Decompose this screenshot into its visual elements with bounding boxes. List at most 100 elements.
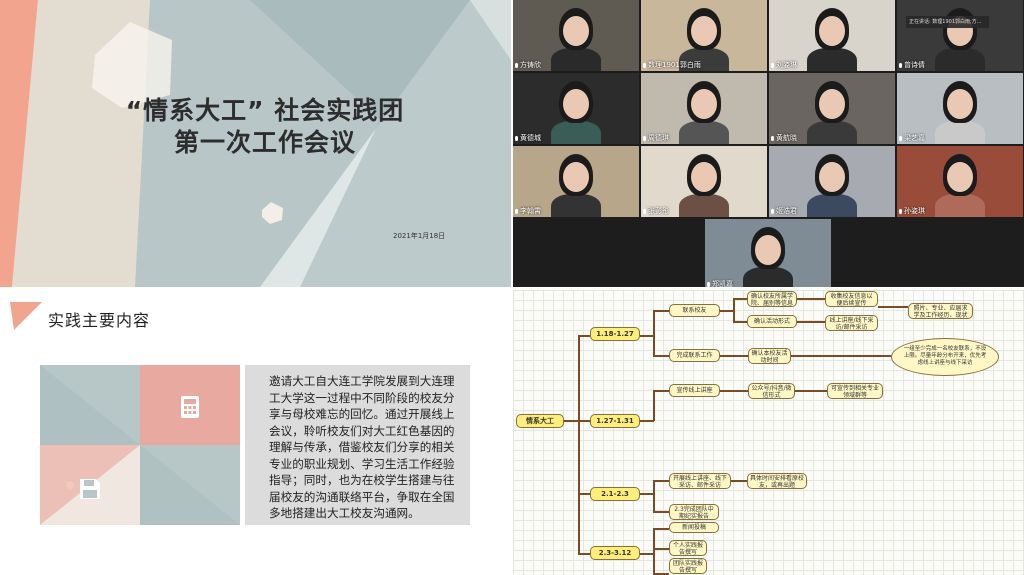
participant-face — [819, 162, 845, 192]
slide-title: “情系大工” 社会实践团 第一次工作会议 — [95, 95, 435, 159]
task-node: 收集校友信息以便后续宣传 — [825, 291, 878, 307]
task-node: 确认校友所属学院、届别等信息 — [747, 291, 797, 307]
connector — [731, 480, 747, 482]
participant-body — [551, 48, 601, 71]
participant-name: 李翰霄 — [515, 206, 541, 216]
participant-face — [691, 162, 717, 192]
connector — [653, 390, 669, 392]
participant-name: 数理1901郭白雨 — [643, 60, 701, 70]
microphone-icon — [771, 208, 774, 214]
microphone-icon — [771, 62, 774, 68]
video-tile[interactable]: 黄航晓 — [769, 73, 895, 144]
participant-name-text: 郑凯嘉 — [712, 280, 733, 287]
connector — [795, 390, 827, 392]
participant-name: 梁艺嘉 — [899, 133, 925, 143]
participant-body — [551, 121, 601, 144]
task-node: 具体时间安排看原校友，或再出题 — [747, 473, 807, 489]
video-tile[interactable]: 曾诗倩 — [897, 0, 1023, 71]
title-slide: “情系大工” 社会实践团 第一次工作会议 2021年1月18日 — [0, 0, 511, 287]
participant-name-text: 曾诗倩 — [904, 61, 925, 69]
connector — [578, 335, 590, 337]
connector — [578, 553, 590, 555]
video-tile[interactable]: 孙姿琪 — [897, 146, 1023, 217]
mindmap-root: 情系大工 — [516, 414, 564, 428]
connector — [578, 335, 580, 555]
video-tile[interactable]: 郑凯嘉 — [705, 219, 831, 287]
connector — [653, 310, 655, 356]
slide-background — [0, 0, 511, 287]
speaking-banner: 正在讲话: 数理1901郭白雨;方... — [906, 16, 989, 28]
task-node: 个人实践报告撰写 — [669, 540, 707, 556]
microphone-icon — [515, 135, 518, 141]
participant-body — [679, 194, 729, 217]
microphone-icon — [899, 62, 902, 68]
connector — [653, 511, 669, 513]
task-node: 团队实践报告撰写 — [669, 558, 707, 574]
connector — [720, 310, 734, 312]
content-slide: 实践主要内容 邀请大工自大连工学院发展到大连理工大学这一过程中不同阶段的校友分享… — [0, 290, 511, 575]
connector — [578, 420, 590, 422]
video-conference-grid: 方铸欣 数理1901郭白雨 刘姿琳曾诗倩黄德城 周德琪 黄航晓 梁艺嘉李翰霄 张彭彤姬浩君 孙… — [513, 0, 1024, 287]
video-tile[interactable]: 数理1901郭白雨 — [641, 0, 767, 71]
content-body: 邀请大工自大连工学院发展到大连理工大学这一过程中不同阶段的校友分享与母校难忘的回… — [245, 365, 470, 525]
participant-body — [551, 194, 601, 217]
connector — [640, 493, 654, 495]
task-node: 确认本校友活动时间 — [748, 348, 791, 364]
participant-name-text: 梁艺嘉 — [904, 134, 925, 142]
connector — [563, 420, 579, 422]
participant-body — [935, 48, 985, 71]
connector — [733, 298, 747, 300]
triangle-decoration — [10, 302, 42, 330]
connector — [791, 355, 891, 357]
dot-decoration — [66, 481, 74, 489]
task-node: 2.3完成团队中期纪实报告 — [669, 504, 719, 520]
connector — [640, 420, 654, 422]
participant-name-text: 方铸欣 — [520, 61, 541, 69]
participant-name: 郑凯嘉 — [707, 279, 733, 287]
participant-body — [807, 48, 857, 71]
task-node: 联系校友 — [669, 304, 720, 317]
video-tile[interactable]: 姬浩君 — [769, 146, 895, 217]
connector — [797, 298, 825, 300]
video-tile[interactable]: 方铸欣 — [513, 0, 639, 71]
participant-name-text: 李翰霄 — [520, 207, 541, 215]
video-tile[interactable]: 张彭彤 — [641, 146, 767, 217]
participant-face — [947, 162, 973, 192]
connector — [640, 335, 654, 337]
connector — [653, 355, 669, 357]
participant-body — [743, 267, 793, 287]
mind-map: 情系大工 1.18-1.27 1.27-1.31 2.1-2.3 2.3-3.1… — [513, 290, 1024, 575]
participant-name: 姬浩君 — [771, 206, 797, 216]
video-tile[interactable]: 李翰霄 — [513, 146, 639, 217]
participant-name-text: 姬浩君 — [776, 207, 797, 215]
participant-body — [935, 194, 985, 217]
connector — [653, 480, 669, 482]
video-tile[interactable]: 梁艺嘉 — [897, 73, 1023, 144]
video-tile[interactable]: 周德琪 — [641, 73, 767, 144]
connector — [720, 390, 748, 392]
phase-node: 1.27-1.31 — [590, 414, 640, 428]
participant-face — [691, 16, 717, 46]
participant-face — [691, 89, 717, 119]
participant-name: 曾诗倩 — [899, 60, 925, 70]
participant-name-text: 孙姿琪 — [904, 207, 925, 215]
participant-body — [679, 121, 729, 144]
participant-name: 周德琪 — [643, 133, 669, 143]
microphone-icon — [643, 62, 646, 68]
participant-name-text: 黄德城 — [520, 134, 541, 142]
participant-body — [807, 194, 857, 217]
participant-face — [947, 89, 973, 119]
microphone-icon — [707, 281, 710, 287]
phase-node: 2.3-3.12 — [590, 546, 640, 560]
microphone-icon — [899, 135, 902, 141]
connector — [733, 321, 747, 323]
participant-name-text: 数理1901郭白雨 — [648, 61, 701, 69]
task-node: 宣传线上讲座 — [669, 384, 720, 397]
connector — [797, 321, 825, 323]
task-node: 线上讲座/线下采访/邮件采访 — [825, 315, 878, 331]
participant-face — [819, 16, 845, 46]
video-tile[interactable]: 黄德城 — [513, 73, 639, 144]
video-tile[interactable]: 刘姿琳 — [769, 0, 895, 71]
participant-name-text: 黄航晓 — [776, 134, 797, 142]
task-node: 公众号/抖音/微信形式 — [748, 383, 795, 399]
